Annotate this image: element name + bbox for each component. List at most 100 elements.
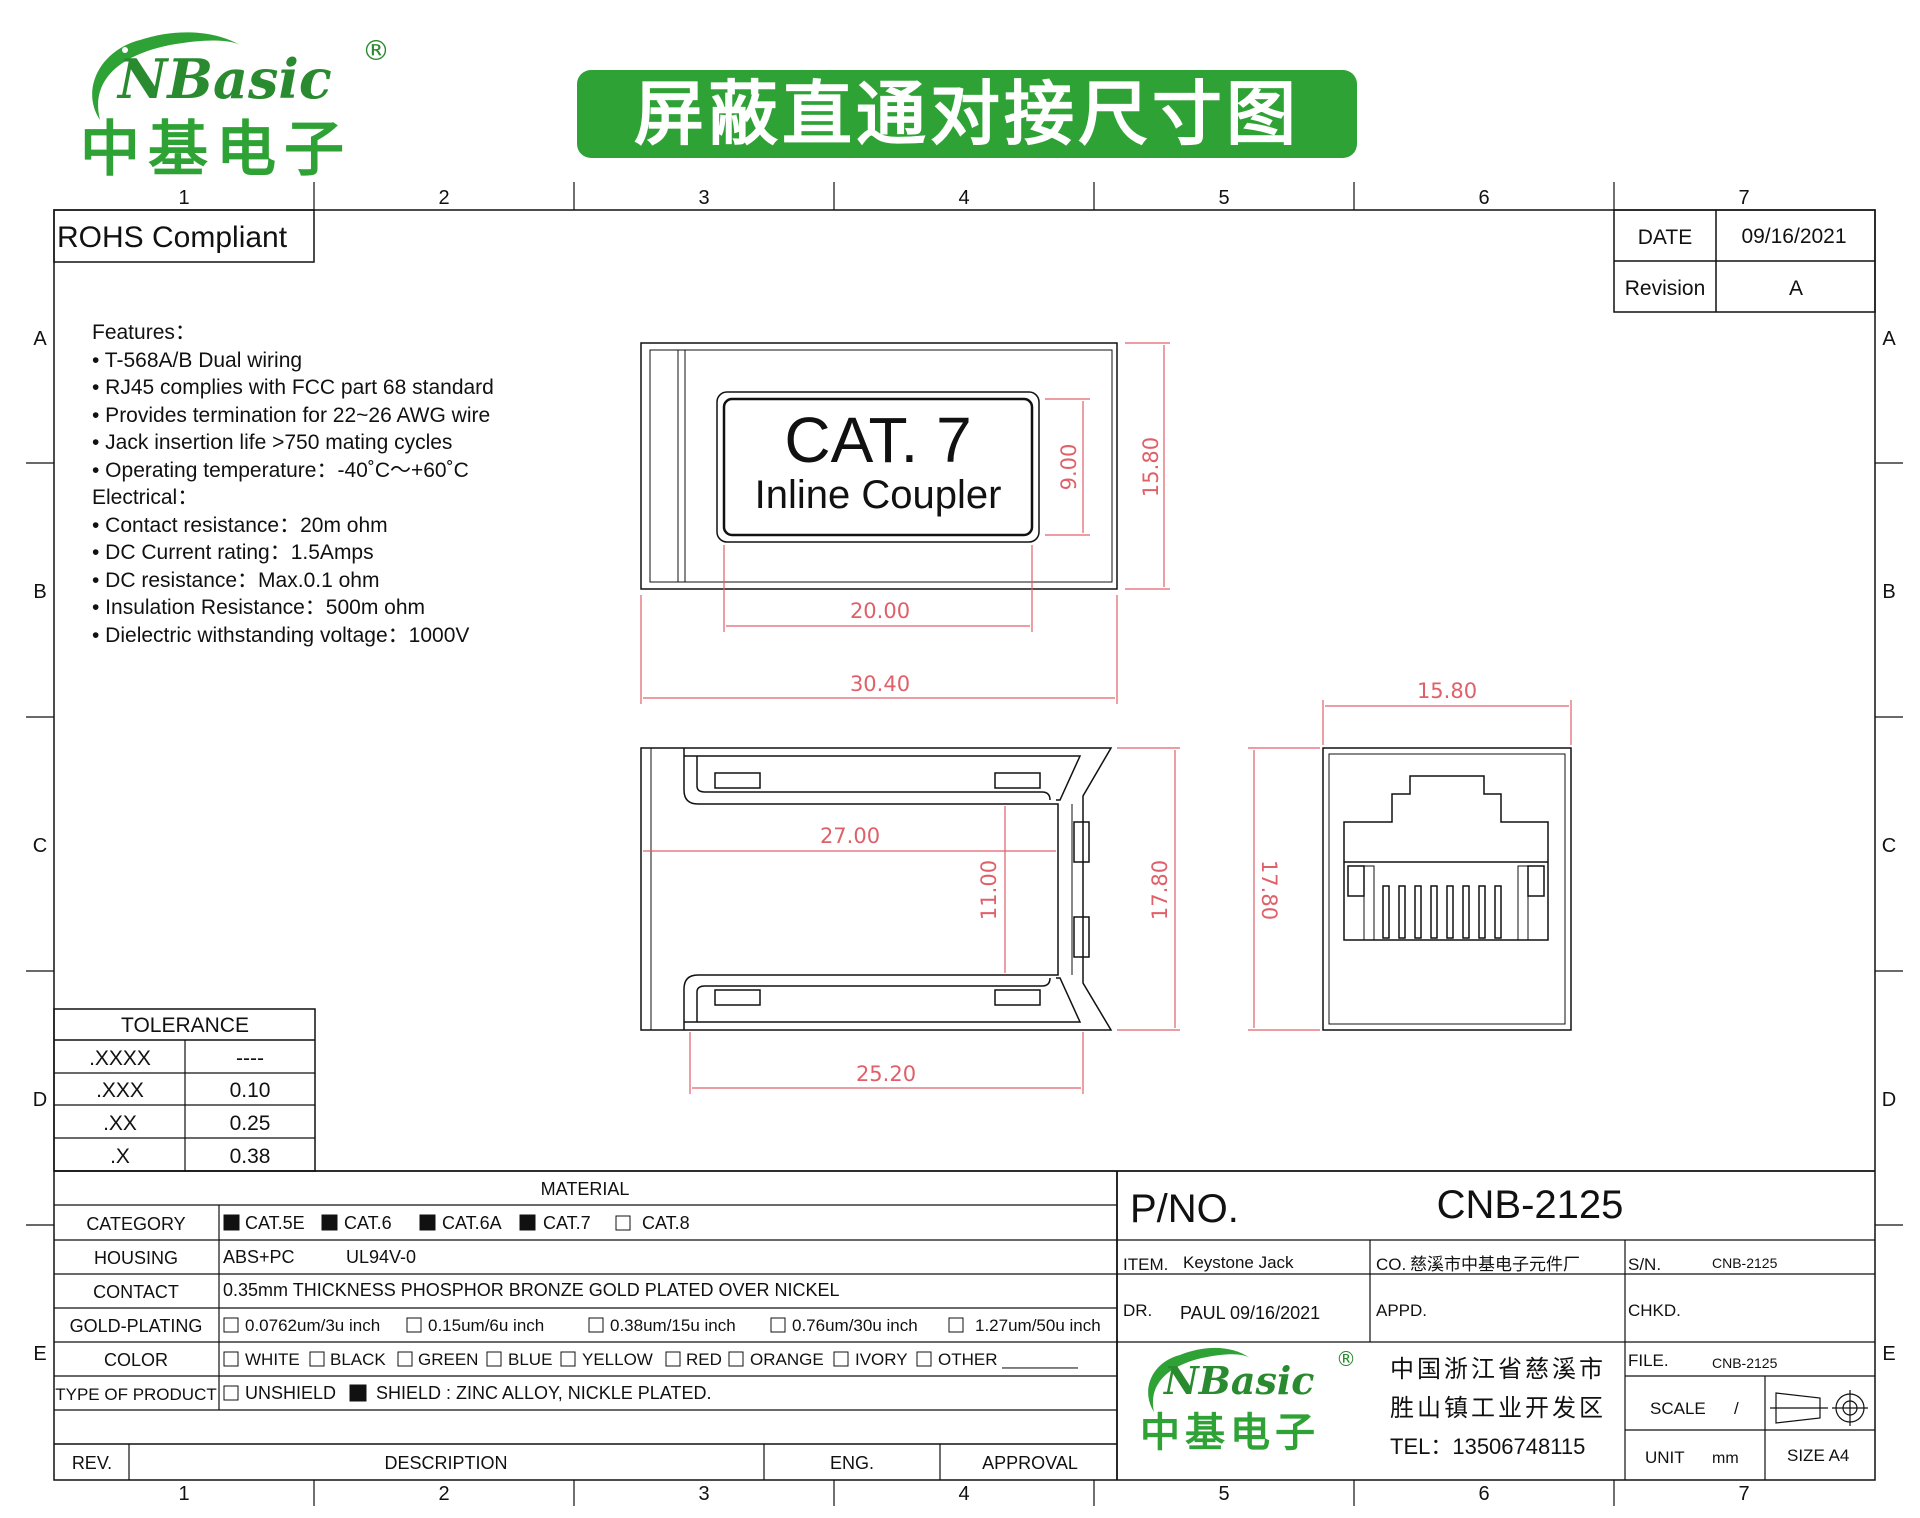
- col-label: 5: [1218, 1483, 1229, 1505]
- category-option: CAT.6: [344, 1213, 392, 1233]
- co-value: 慈溪市中基电子元件厂: [1410, 1255, 1580, 1274]
- feature-line: • Provides termination for 22~26 AWG wir…: [92, 404, 490, 427]
- co-label: CO.: [1376, 1255, 1406, 1274]
- plating-option: 0.15um/6u inch: [428, 1316, 544, 1335]
- tolerance-value: 0.25: [230, 1112, 271, 1135]
- housing-label: HOUSING: [94, 1248, 178, 1268]
- feature-line: • T-568A/B Dual wiring: [92, 349, 302, 372]
- material-table: MATERIAL CATEGORY CAT.5E CAT.6 CAT.6A CA…: [54, 1170, 1875, 1480]
- color-option: BLUE: [508, 1350, 552, 1369]
- banner-title: 屏蔽直通对接尺寸图: [577, 70, 1357, 158]
- dim-label: 15.80: [1139, 437, 1163, 497]
- sn-label: S/N.: [1628, 1255, 1661, 1274]
- col-label: 4: [958, 1483, 969, 1505]
- col-label: 2: [438, 1483, 449, 1505]
- top-view: CAT. 7 Inline Coupler: [640, 342, 1118, 590]
- col-label: 3: [698, 187, 709, 209]
- row-label: C: [33, 835, 47, 857]
- plating-label: GOLD-PLATING: [70, 1316, 203, 1336]
- registered-mark: ®: [362, 34, 390, 67]
- color-option: ORANGE: [750, 1350, 824, 1369]
- row-label: D: [33, 1089, 47, 1111]
- logo-brand: NBasic: [116, 47, 332, 111]
- dr-value: PAUL 09/16/2021: [1180, 1303, 1320, 1323]
- feature-line: • Insulation Resistance：500m ohm: [92, 596, 425, 619]
- revision-label: Revision: [1625, 277, 1706, 300]
- plating-option: 0.38um/15u inch: [610, 1316, 736, 1335]
- dim-label: 11.00: [977, 860, 1001, 920]
- category-option: CAT.7: [543, 1213, 591, 1233]
- company-tel: TEL：13506748115: [1390, 1434, 1585, 1459]
- tolerance-value: 0.10: [230, 1079, 271, 1102]
- registered-mark: ®: [1336, 1347, 1356, 1371]
- dr-label: DR.: [1123, 1301, 1152, 1320]
- color-option: BLACK: [330, 1350, 386, 1369]
- contact-value: 0.35mm THICKNESS PHOSPHOR BRONZE GOLD PL…: [223, 1280, 839, 1300]
- material-title: MATERIAL: [541, 1179, 630, 1199]
- description-label: DESCRIPTION: [384, 1453, 507, 1473]
- type-label: TYPE OF PRODUCT: [55, 1385, 217, 1404]
- top-view-dimensions: [640, 342, 1170, 704]
- appd-label: APPD.: [1376, 1301, 1427, 1320]
- col-label: 1: [178, 187, 189, 209]
- col-label: 7: [1738, 187, 1749, 209]
- dim-label: 20.00: [850, 599, 910, 623]
- front-view: [1322, 747, 1572, 1031]
- type-unshield: UNSHIELD: [245, 1383, 336, 1403]
- row-label: B: [33, 581, 46, 603]
- color-option: OTHER ________: [938, 1350, 1078, 1369]
- feature-line: • Contact resistance：20m ohm: [92, 514, 388, 537]
- title-block: P/NO. CNB-2125 ITEM. Keystone Jack CO. 慈…: [1117, 1183, 1875, 1480]
- eng-label: ENG.: [830, 1453, 874, 1473]
- revision-value: A: [1789, 277, 1803, 300]
- size-label: SIZE A4: [1787, 1446, 1849, 1465]
- side-view-dimensions: [643, 747, 1180, 1094]
- feature-line: Electrical：: [92, 486, 198, 509]
- category-option: CAT.5E: [245, 1213, 305, 1233]
- logo-brand: NBasic: [1163, 1358, 1314, 1403]
- item-value: Keystone Jack: [1183, 1253, 1294, 1272]
- category-label: CATEGORY: [86, 1214, 185, 1234]
- tolerance-value: ----: [236, 1047, 264, 1070]
- tolerance-key: .XXX: [96, 1079, 144, 1102]
- color-option: WHITE: [245, 1350, 300, 1369]
- category-option: CAT.8: [642, 1213, 690, 1233]
- chkd-label: CHKD.: [1628, 1301, 1681, 1320]
- address-line2: 胜山镇工业开发区: [1390, 1395, 1606, 1422]
- unit-label: UNIT: [1645, 1448, 1685, 1467]
- file-value: CNB-2125: [1712, 1355, 1778, 1371]
- plating-option: 0.0762um/3u inch: [245, 1316, 380, 1335]
- date-label: DATE: [1638, 226, 1692, 249]
- dim-label: 30.40: [850, 672, 910, 696]
- feature-line: • DC resistance：Max.0.1 ohm: [92, 569, 379, 592]
- dim-label: 17.80: [1257, 860, 1281, 920]
- color-label: COLOR: [104, 1350, 168, 1370]
- sn-value: CNB-2125: [1712, 1255, 1778, 1271]
- dim-label: 17.80: [1148, 860, 1172, 920]
- tolerance-key: .XX: [103, 1112, 137, 1135]
- dim-label: 15.80: [1417, 679, 1477, 703]
- scale-label: SCALE: [1650, 1399, 1706, 1418]
- plating-option: 0.76um/30u inch: [792, 1316, 918, 1335]
- pno-label: P/NO.: [1130, 1187, 1239, 1231]
- category-option: CAT.6A: [442, 1213, 502, 1233]
- row-label: E: [1882, 1343, 1895, 1365]
- col-label: 6: [1478, 187, 1489, 209]
- dim-label: 25.20: [856, 1062, 916, 1086]
- label-inline-coupler: Inline Coupler: [755, 473, 1002, 517]
- feature-line: • Operating temperature：-40˚C～+60˚C: [92, 459, 469, 482]
- col-label: 2: [438, 187, 449, 209]
- row-label: E: [33, 1343, 46, 1365]
- side-view: [640, 747, 1113, 1031]
- tolerance-title: TOLERANCE: [121, 1014, 249, 1037]
- contact-label: CONTACT: [93, 1282, 179, 1302]
- type-shield: SHIELD : ZINC ALLOY, NICKLE PLATED.: [376, 1383, 711, 1403]
- rohs-label: ROHS Compliant: [57, 221, 288, 254]
- tolerance-key: .XXXX: [89, 1047, 151, 1070]
- tolerance-value: 0.38: [230, 1145, 271, 1168]
- scale-value: /: [1734, 1399, 1739, 1418]
- feature-line: Features：: [92, 321, 196, 344]
- row-label: D: [1882, 1089, 1896, 1111]
- logo-cn: 中基电子: [1140, 1410, 1320, 1456]
- dim-label: 27.00: [820, 824, 880, 848]
